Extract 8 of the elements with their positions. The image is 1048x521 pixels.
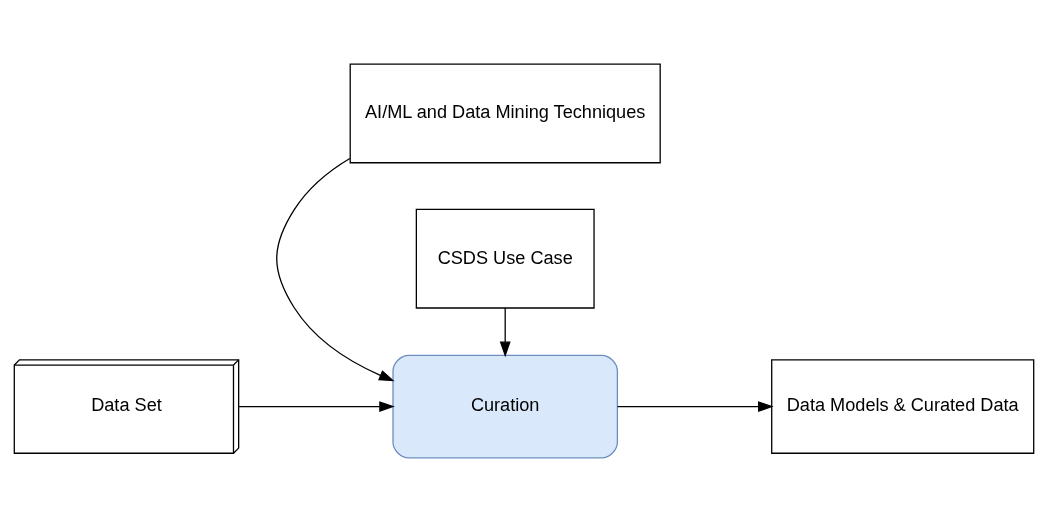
node-box: Curation: [392, 354, 619, 458]
node-box: Data Models & Curated Data: [771, 358, 1035, 454]
node-box: AI/ML and Data Mining Techniques: [349, 63, 661, 163]
arrow: [238, 400, 395, 412]
arrow: [499, 306, 511, 357]
node-box: CSDS Use Case: [415, 208, 595, 309]
arrow: [276, 157, 395, 381]
arrow: [616, 400, 774, 412]
